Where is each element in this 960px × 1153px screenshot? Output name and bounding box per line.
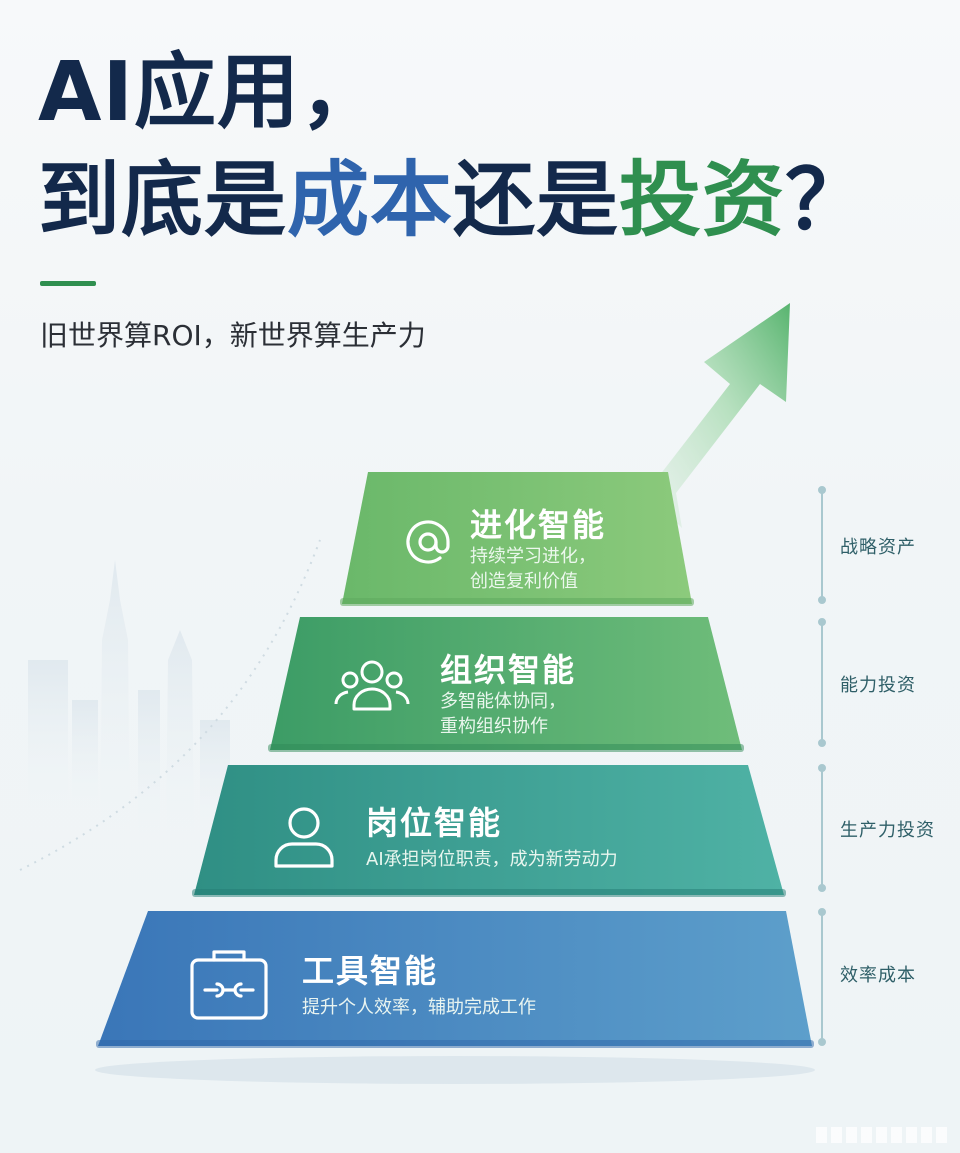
headline-highlight-cost: 成本 (287, 153, 454, 248)
skyline-decoration (28, 560, 230, 840)
headline-text: 还是 (453, 153, 620, 248)
headline-question-mark: ？ (785, 153, 869, 248)
group-icon (334, 660, 410, 711)
headline-line-1: AI应用， (38, 45, 383, 140)
accent-divider (40, 281, 96, 286)
watermark-decoration (816, 1127, 948, 1143)
tier-desc-position: AI承担岗位职责，成为新劳动力 (366, 849, 618, 870)
subtitle: 旧世界算ROI，新世界算生产力 (40, 319, 426, 352)
tier-title-position: 岗位智能 (366, 804, 503, 842)
tier-title-organization: 组织智能 (440, 651, 577, 689)
pyramid-tier-organization (268, 617, 744, 752)
pyramid-tier-tool (96, 911, 814, 1048)
headline-text: 到底是 (38, 153, 288, 248)
headline-line-2: 到底是成本还是投资？ (38, 160, 868, 242)
tier-title-evolution: 进化智能 (470, 506, 607, 544)
tier-desc-tool: 提升个人效率，辅助完成工作 (302, 997, 536, 1018)
pyramid-tier-position (192, 765, 786, 897)
growth-arrow (646, 303, 790, 528)
tier-desc-organization-2: 重构组织协作 (440, 716, 548, 737)
side-bracket (818, 486, 826, 1046)
tier-desc-evolution-1: 持续学习进化， (470, 546, 596, 567)
at-sign-icon (406, 520, 450, 564)
toolbox-icon (190, 950, 268, 1020)
tier-title-tool: 工具智能 (302, 952, 439, 990)
tier-desc-evolution-2: 创造复利价值 (470, 571, 578, 592)
side-label-strategic-asset: 战略资产 (840, 537, 916, 558)
headline-highlight-investment: 投资 (619, 153, 786, 248)
side-label-productivity-investment: 生产力投资 (840, 820, 935, 841)
side-label-capability-investment: 能力投资 (840, 675, 916, 696)
person-icon (274, 807, 334, 868)
pyramid-tier-evolution (340, 472, 694, 606)
tier-desc-organization-1: 多智能体协同， (440, 691, 566, 712)
side-label-efficiency-cost: 效率成本 (840, 965, 916, 986)
